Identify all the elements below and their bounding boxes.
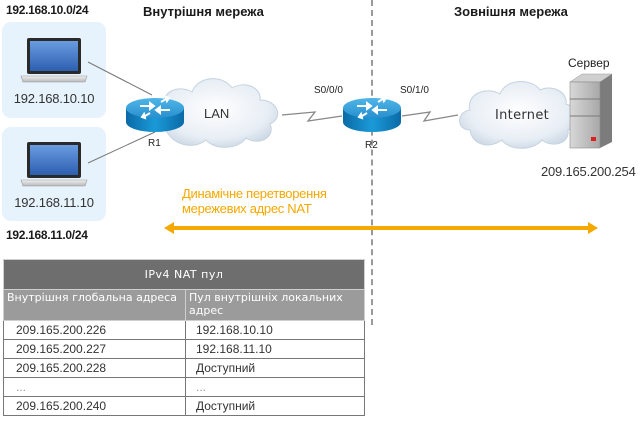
server-label: Сервер [568, 56, 610, 70]
inside-global-cell: 209.165.200.228 [3, 358, 186, 378]
inside-local-cell: 192.168.11.10 [185, 339, 365, 359]
internet-cloud-icon [459, 81, 578, 149]
inside-local-cell: Доступний [185, 396, 365, 416]
host-ip: 192.168.11.10 [14, 195, 94, 210]
laptop-icon [20, 38, 88, 83]
outside-network-title: Зовнішня мережа [454, 4, 568, 19]
inside-network-title: Внутрішня мережа [143, 4, 264, 19]
host-card-1[interactable]: 192.168.10.10 [2, 22, 106, 118]
router-r1-icon [126, 95, 184, 132]
lan-cloud-label: LAN [204, 106, 230, 121]
inside-local-cell: ... [185, 377, 365, 397]
interface-s000-label: S0/0/0 [314, 85, 343, 96]
nat-pool-table: IPv4 NAT пул Внутрішня глобальна адреса … [3, 259, 365, 416]
inside-global-cell: ... [3, 377, 186, 397]
server-icon [569, 73, 613, 149]
nat-arrow [164, 222, 598, 234]
inside-global-cell: 209.165.200.227 [3, 339, 186, 359]
table-row: 209.165.200.228 Доступний [3, 358, 365, 378]
nat-table-title: IPv4 NAT пул [3, 259, 365, 290]
table-row: 209.165.200.226 192.168.10.10 [3, 320, 365, 340]
nat-description-line2: мережевих адрес NAT [182, 201, 312, 216]
host-ip: 192.168.10.10 [13, 91, 95, 106]
column-header-inside-local-pool: Пул внутрішніх локальних адрес [185, 289, 365, 321]
internet-cloud-label: Internet [495, 108, 550, 123]
router-r1-label: R1 [148, 138, 161, 149]
serial-link-r2-internet [401, 111, 459, 122]
network-divider [371, 0, 373, 325]
inside-local-cell: 192.168.10.10 [185, 320, 365, 340]
table-row: ... ... [3, 377, 365, 397]
subnet-label-bottom: 192.168.11.0/24 [6, 228, 88, 242]
inside-local-cell: Доступний [185, 358, 365, 378]
router-r2-label: R2 [365, 140, 378, 151]
column-header-inside-global: Внутрішня глобальна адреса [3, 289, 186, 321]
table-row: 209.165.200.227 192.168.11.10 [3, 339, 365, 359]
inside-global-cell: 209.165.200.226 [3, 320, 186, 340]
host-card-2[interactable]: 192.168.11.10 [2, 127, 106, 221]
link-host1-r1 [87, 61, 153, 96]
laptop-icon [20, 142, 88, 187]
nat-description-line1: Динамічне перетворення [182, 186, 327, 201]
table-row: 209.165.200.240 Доступний [3, 396, 365, 416]
router-r2-icon [343, 95, 401, 132]
server-ip: 209.165.200.254 [541, 164, 636, 179]
subnet-label-top: 192.168.10.0/24 [6, 3, 89, 17]
serial-link-r1-r2 [281, 111, 343, 122]
link-host2-r1 [87, 131, 156, 164]
interface-s010-label: S0/1/0 [400, 85, 429, 96]
inside-global-cell: 209.165.200.240 [3, 396, 186, 416]
